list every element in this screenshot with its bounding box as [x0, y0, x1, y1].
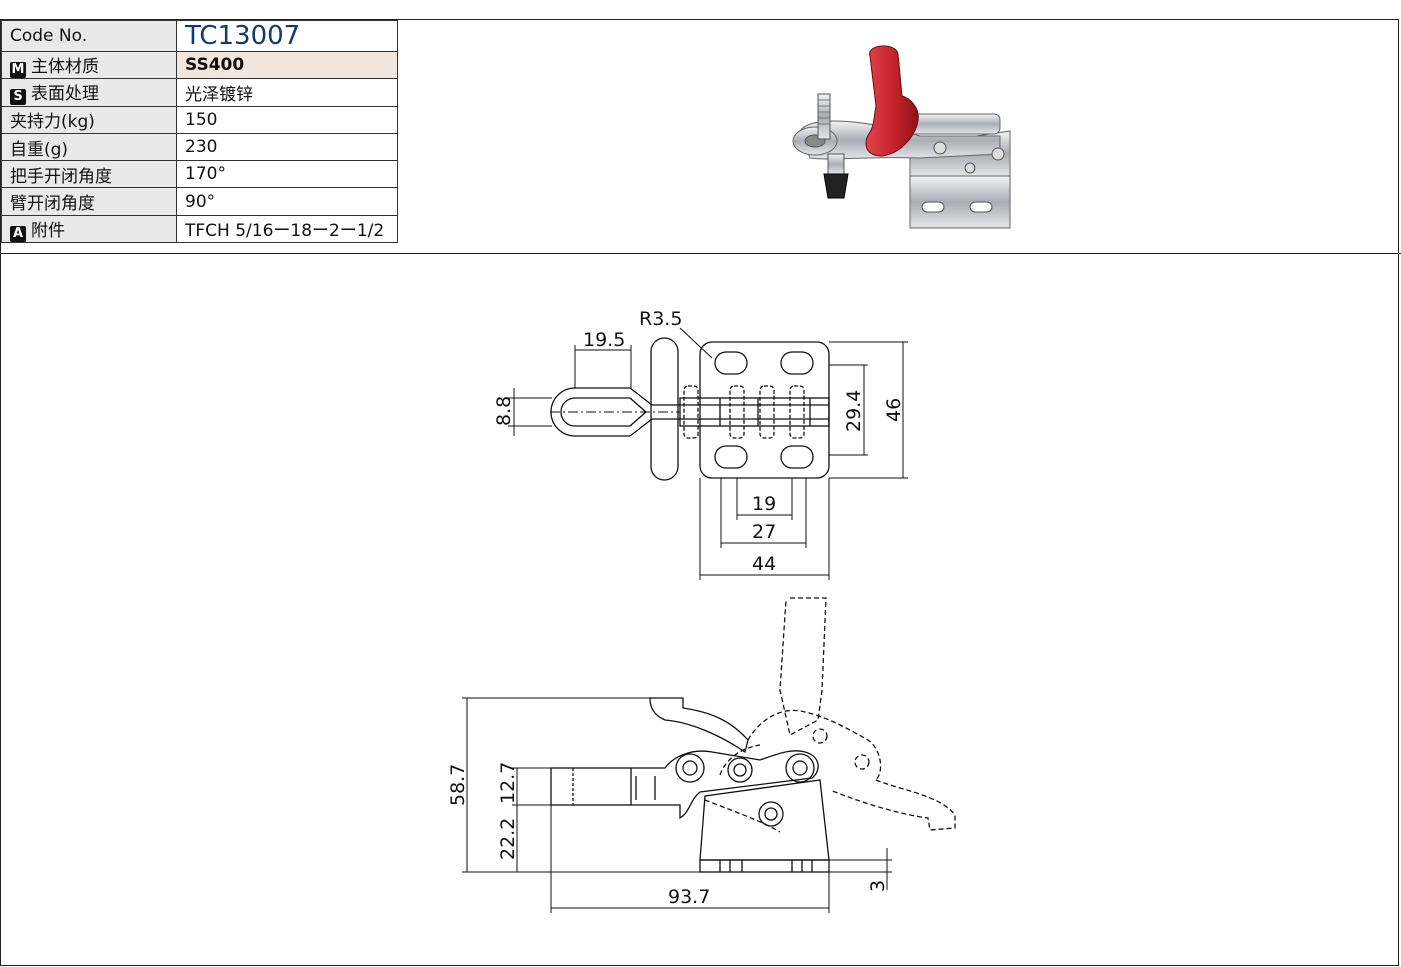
- code-label: Code No.: [1, 20, 177, 52]
- spec-row-handle-angle: 把手开闭角度 170°: [1, 160, 398, 189]
- code-value: TC13007: [176, 20, 398, 52]
- material-badge-icon: M: [10, 62, 26, 79]
- section-divider: [0, 253, 1401, 254]
- weight-value: 230: [176, 132, 398, 162]
- dim-8-8: 8.8: [493, 396, 515, 426]
- material-label: 主体材质: [31, 57, 99, 78]
- force-label: 夹持力(kg): [1, 105, 177, 134]
- handle-angle-label: 把手开闭角度: [1, 160, 177, 189]
- arm-angle-value: 90°: [176, 187, 398, 216]
- surface-badge-icon: S: [10, 89, 26, 106]
- handle-angle-value: 170°: [176, 160, 398, 189]
- dim-19-5: 19.5: [583, 329, 625, 351]
- weight-label: 自重(g): [1, 132, 177, 162]
- sheet-frame: [0, 19, 1399, 966]
- technical-drawing: R3.5 19.5 8.8 29.4 46 19 27 44 58.7 12.7…: [447, 308, 956, 913]
- accessory-label: 附件: [31, 220, 65, 241]
- dim-12-7: 12.7: [497, 762, 519, 804]
- spec-row-surface: S 表面处理 光泽镀锌: [1, 78, 398, 107]
- arm-angle-label: 臂开闭角度: [1, 187, 177, 216]
- surface-value: 光泽镀锌: [176, 78, 398, 107]
- accessory-badge-icon: A: [10, 225, 26, 242]
- dim-58-7: 58.7: [447, 764, 469, 806]
- spec-row-code: Code No. TC13007: [1, 20, 398, 52]
- dim-r35: R3.5: [639, 308, 682, 330]
- spec-row-material: M 主体材质 SS400: [1, 50, 398, 80]
- spec-row-weight: 自重(g) 230: [1, 132, 398, 162]
- spec-row-arm-angle: 臂开闭角度 90°: [1, 187, 398, 216]
- dim-22-2: 22.2: [497, 818, 519, 860]
- dim-27: 27: [752, 521, 776, 543]
- material-value: SS400: [176, 50, 398, 80]
- dim-46: 46: [883, 398, 905, 422]
- dim-19: 19: [752, 493, 776, 515]
- spec-row-accessory: A 附件 TFCH 5/16ー18ー2ー1/2: [1, 214, 398, 244]
- dim-44: 44: [752, 553, 776, 575]
- spec-row-force: 夹持力(kg) 150: [1, 105, 398, 134]
- toggle-clamp-photo: [792, 45, 1011, 229]
- dim-93-7: 93.7: [668, 886, 710, 908]
- surface-label: 表面处理: [31, 84, 99, 105]
- force-value: 150: [176, 105, 398, 134]
- accessory-value: TFCH 5/16ー18ー2ー1/2: [176, 214, 398, 244]
- dim-29-4: 29.4: [843, 390, 865, 432]
- dim-3: 3: [867, 880, 889, 892]
